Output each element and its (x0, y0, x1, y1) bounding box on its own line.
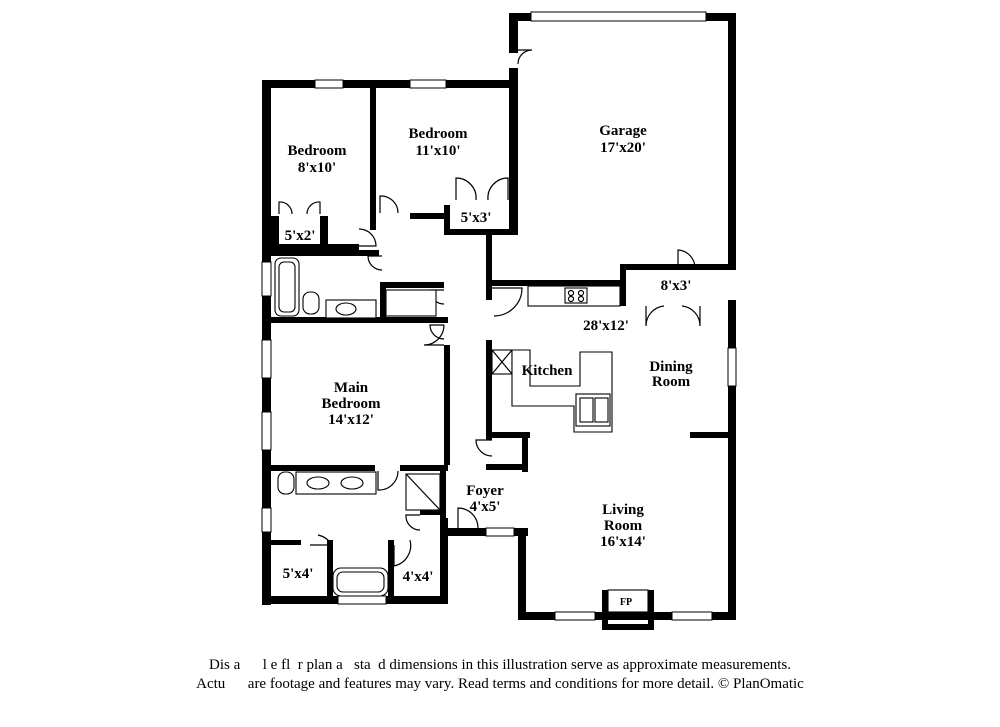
closet-5x3-label: 5'x3' (461, 210, 492, 226)
living-size: 16'x14' (600, 534, 646, 550)
disclaimer-line-2: Actu are footage and features may vary. … (196, 676, 804, 692)
closet-5x2-label: 5'x2' (285, 228, 316, 244)
room-labels: Bedroom 8'x10' Bedroom 11'x10' Garage 17… (283, 123, 694, 608)
closet-5x4-label: 5'x4' (283, 566, 314, 582)
disclaimer: Dis a l e fl r plan a sta d dimensions i… (0, 656, 1000, 694)
main-bedroom-line2: Bedroom (322, 396, 381, 412)
fireplace-label: FP (620, 597, 632, 608)
kitchen-size-label: 28'x12' (583, 318, 629, 334)
fixtures (274, 257, 649, 613)
dining-line2: Room (652, 374, 691, 390)
living-line2: Room (604, 518, 643, 534)
garage-size: 17'x20' (600, 140, 646, 156)
garage-door (530, 11, 707, 22)
garage-name: Garage (599, 123, 647, 139)
interior-walls (262, 88, 736, 600)
kitchen-label: Kitchen (522, 363, 573, 379)
main-bedroom-size: 14'x12' (328, 412, 374, 428)
bedroom-a-name: Bedroom (288, 143, 347, 159)
main-bedroom-line1: Main (334, 380, 369, 396)
living-line1: Living (602, 502, 644, 518)
windows (261, 11, 737, 621)
pantry-8x3-label: 8'x3' (661, 278, 692, 294)
doors (278, 49, 701, 567)
dining-line1: Dining (649, 359, 693, 375)
foyer-size: 4'x5' (470, 499, 501, 515)
bedroom-b-name: Bedroom (409, 126, 468, 142)
disclaimer-line-1: Dis a l e fl r plan a sta d dimensions i… (209, 657, 791, 673)
closet-4x4-label: 4'x4' (403, 569, 434, 585)
foyer-name: Foyer (466, 483, 504, 499)
bedroom-a-size: 8'x10' (298, 160, 336, 176)
floor-plan: Bedroom 8'x10' Bedroom 11'x10' Garage 17… (261, 11, 737, 630)
bedroom-b-size: 11'x10' (415, 143, 460, 159)
